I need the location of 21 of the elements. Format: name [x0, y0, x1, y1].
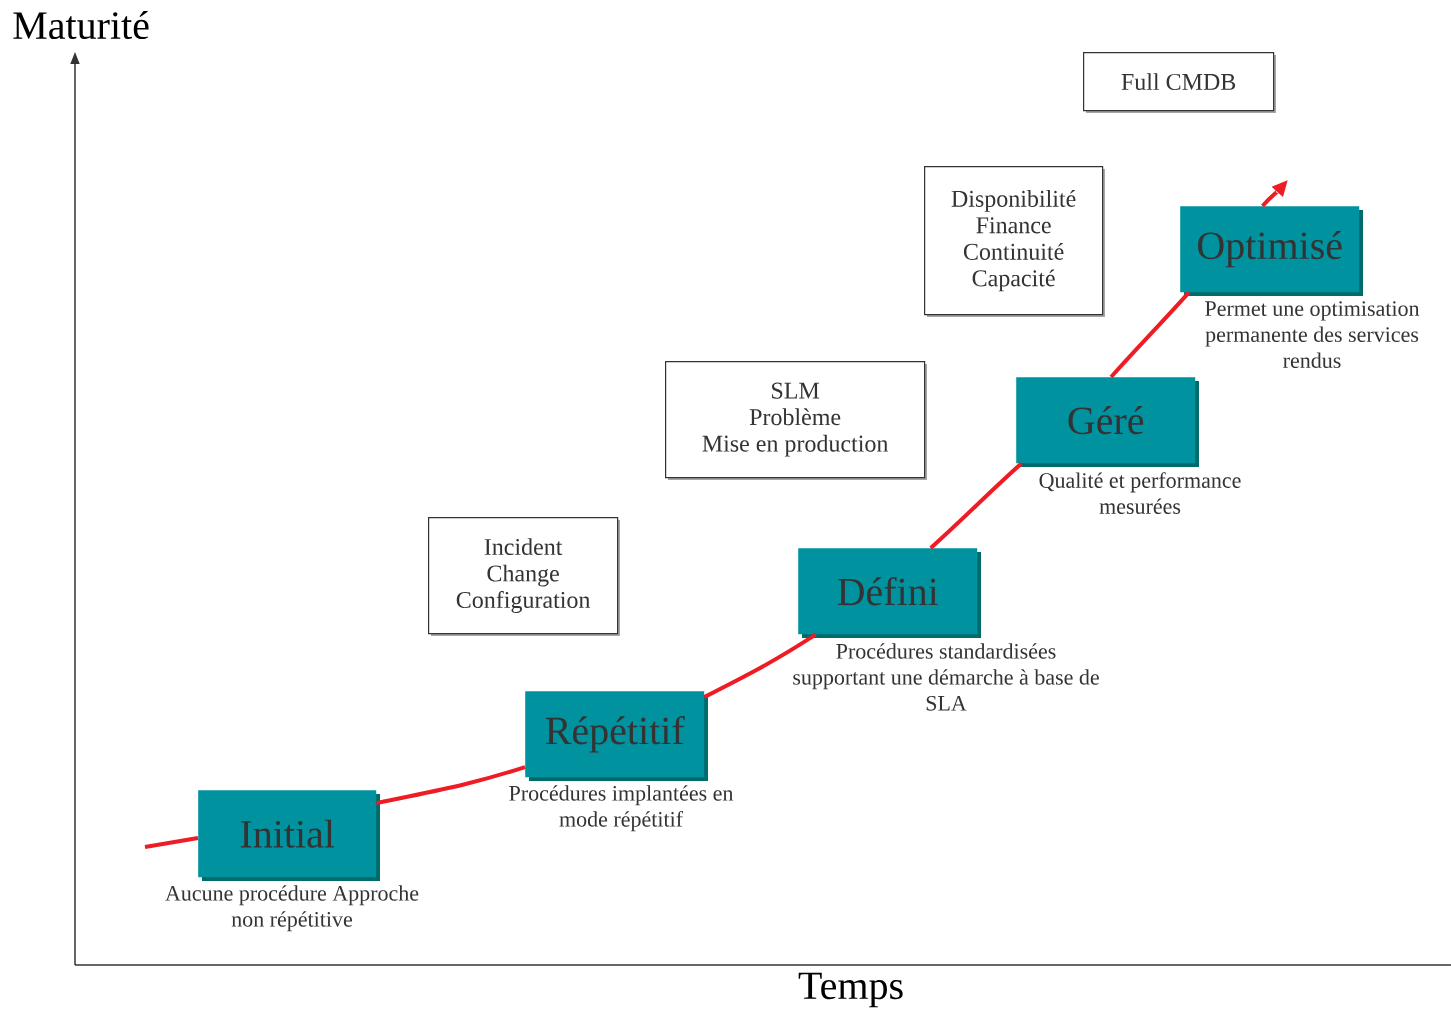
stage-box: Initial — [198, 790, 380, 881]
stage-description: Aucune procédure Approche non répétitive — [165, 885, 419, 932]
curve — [703, 632, 818, 699]
process-box: SLM Problème Mise en production — [665, 361, 927, 480]
stage-box: Optimisé — [1180, 206, 1363, 296]
curve — [376, 765, 526, 806]
stage-box: Répétitif — [525, 691, 708, 781]
axis-title: Maturité — [13, 10, 149, 40]
curve — [929, 461, 1023, 550]
process-box: Full CMDB — [1083, 52, 1276, 113]
stage-description: Procédures standardisées supportant une démarche à base de SLA — [793, 643, 1099, 711]
process-box: Disponibilité Finance Continuité Capacité — [924, 166, 1105, 317]
stage-description: Qualité et performance mesurées — [1039, 472, 1241, 514]
curve — [1109, 291, 1191, 379]
stage-description: Permet une optimisation permanente des services rendus — [1205, 301, 1420, 368]
curve — [144, 836, 199, 849]
stage-box: Défini — [798, 548, 981, 638]
stage-description: Procédures implantées en mode répétitif — [509, 785, 734, 832]
axis-title: Temps — [798, 972, 903, 1008]
stage-box: Géré — [1016, 377, 1199, 467]
process-box: Incident Change Configuration — [428, 517, 620, 636]
